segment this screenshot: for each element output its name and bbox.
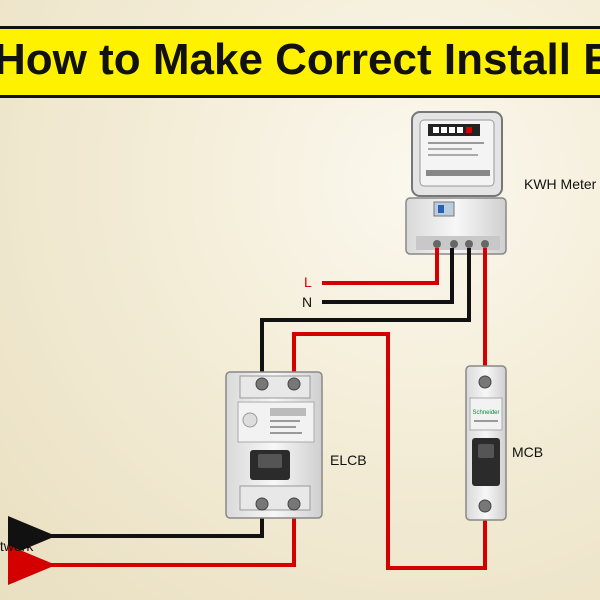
elcb-label: ELCB — [330, 452, 367, 468]
supply-neutral-wire — [322, 248, 454, 304]
meter-label: KWH Meter — [524, 176, 597, 192]
elcb-test-button — [242, 412, 258, 428]
supply-live-wire — [322, 248, 439, 285]
meter-terminal-3 — [465, 240, 473, 248]
banner-title: How to Make Correct Install ELCB Electri… — [0, 35, 600, 84]
elcb-terminal-neutral-in — [255, 377, 269, 391]
mcb-terminal-in — [478, 375, 492, 389]
neutral-label: N — [302, 294, 313, 310]
mcb-device: Schneider — [465, 365, 507, 521]
elcb-terminal-live-in — [287, 377, 301, 391]
meter-disc — [426, 170, 490, 176]
meter-terminal-1 — [433, 240, 441, 248]
meter-to-elcb-neutral-wire — [260, 248, 471, 380]
mcb-label: MCB — [512, 444, 544, 460]
mcb-toggle-lever — [478, 444, 494, 458]
network-label: Network — [0, 538, 34, 554]
mcb-terminal-out — [478, 499, 492, 513]
live-label: L — [304, 274, 312, 290]
mcb-brand: Schneider — [472, 410, 499, 416]
elcb-terminal-live-out — [287, 497, 301, 511]
title-banner: How to Make Correct Install ELCB Electri… — [0, 26, 600, 98]
elcb-terminal-neutral-out — [255, 497, 269, 511]
network-live-wire — [7, 506, 296, 585]
elcb-device — [225, 371, 323, 519]
elcb-toggle-lever — [258, 454, 282, 468]
meter-face — [419, 119, 495, 187]
kwh-meter — [405, 111, 507, 255]
mcb-to-elcb-live-wire — [292, 332, 487, 570]
mcb-label-plate — [469, 397, 503, 431]
meter-terminal-4 — [481, 240, 489, 248]
meter-terminal-2 — [450, 240, 458, 248]
